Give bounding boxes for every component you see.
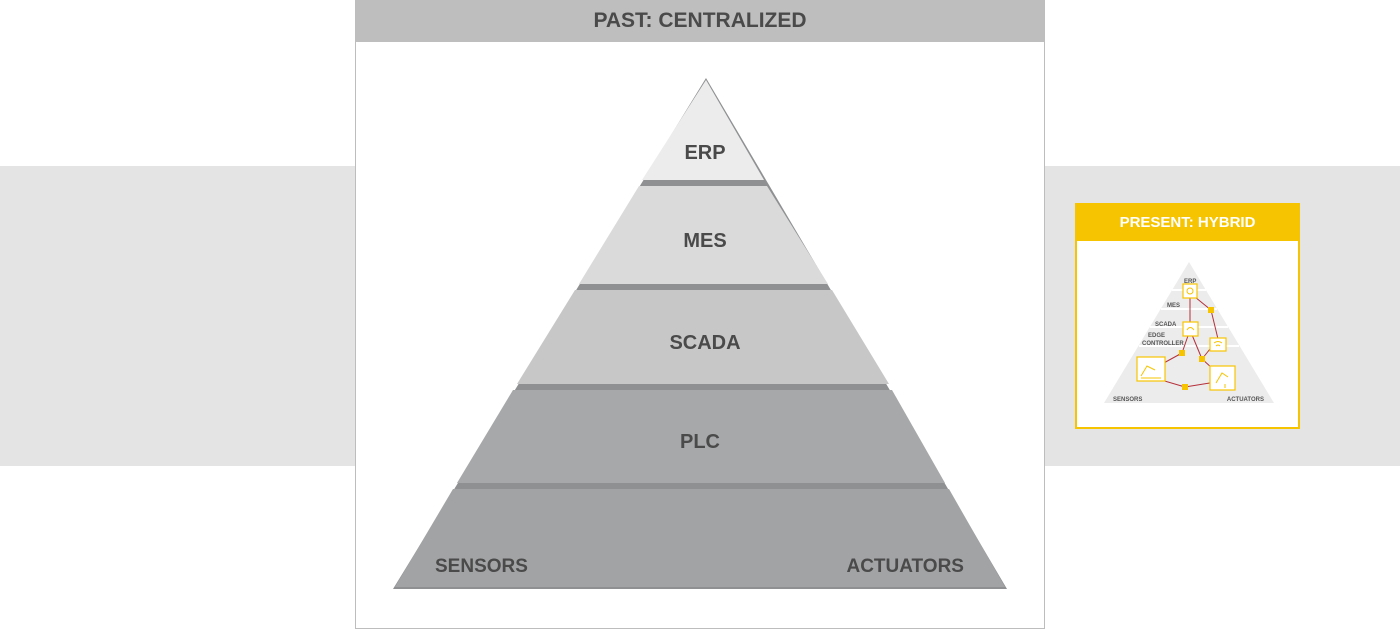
mes-label: MES — [683, 230, 726, 252]
hybrid-pyramid: ERP MES SCADA EDGE CONTROLLER SENSORS AC… — [1104, 262, 1274, 403]
mini-controller-label: CONTROLLER — [1142, 341, 1184, 347]
mini-erp-label: ERP — [1184, 279, 1196, 285]
robot-gripper-icon — [1209, 365, 1236, 391]
actuators-label: ACTUATORS — [846, 556, 964, 577]
present-card-title: PRESENT: HYBRID — [1077, 205, 1298, 241]
past-centralized-panel: PAST: CENTRALIZED ERP MES SCADA PLC SENS… — [355, 0, 1045, 629]
network-nodes — [1179, 307, 1214, 390]
mes-layer — [579, 186, 828, 284]
erp-layer — [642, 80, 764, 180]
mini-mes-label: MES — [1167, 303, 1180, 309]
scada-label: SCADA — [669, 332, 740, 354]
erp-device-icon — [1182, 283, 1198, 299]
sensors-label: SENSORS — [435, 556, 528, 577]
plc-layer — [457, 390, 945, 483]
mini-edge-label: EDGE — [1148, 333, 1165, 339]
cloud-icon — [1186, 327, 1195, 331]
arm-icon — [1140, 365, 1161, 379]
field-layer — [395, 489, 1005, 587]
wifi-icon — [1213, 341, 1223, 347]
mini-scada-label: SCADA — [1155, 322, 1177, 328]
scada-layer — [517, 290, 889, 384]
robot-arm-icon — [1136, 356, 1166, 382]
centralized-pyramid: ERP MES SCADA PLC SENSORS ACTUATORS — [393, 78, 1007, 589]
mini-actuators-label: ACTUATORS — [1227, 397, 1264, 403]
mini-sensors-label: SENSORS — [1113, 397, 1142, 403]
gripper-icon — [1215, 372, 1229, 388]
past-panel-title: PAST: CENTRALIZED — [356, 0, 1044, 42]
gear-icon — [1186, 287, 1194, 295]
present-hybrid-card: PRESENT: HYBRID — [1075, 203, 1300, 429]
erp-label: ERP — [684, 142, 725, 164]
scada-device-icon — [1182, 321, 1199, 337]
plc-label: PLC — [680, 431, 720, 453]
